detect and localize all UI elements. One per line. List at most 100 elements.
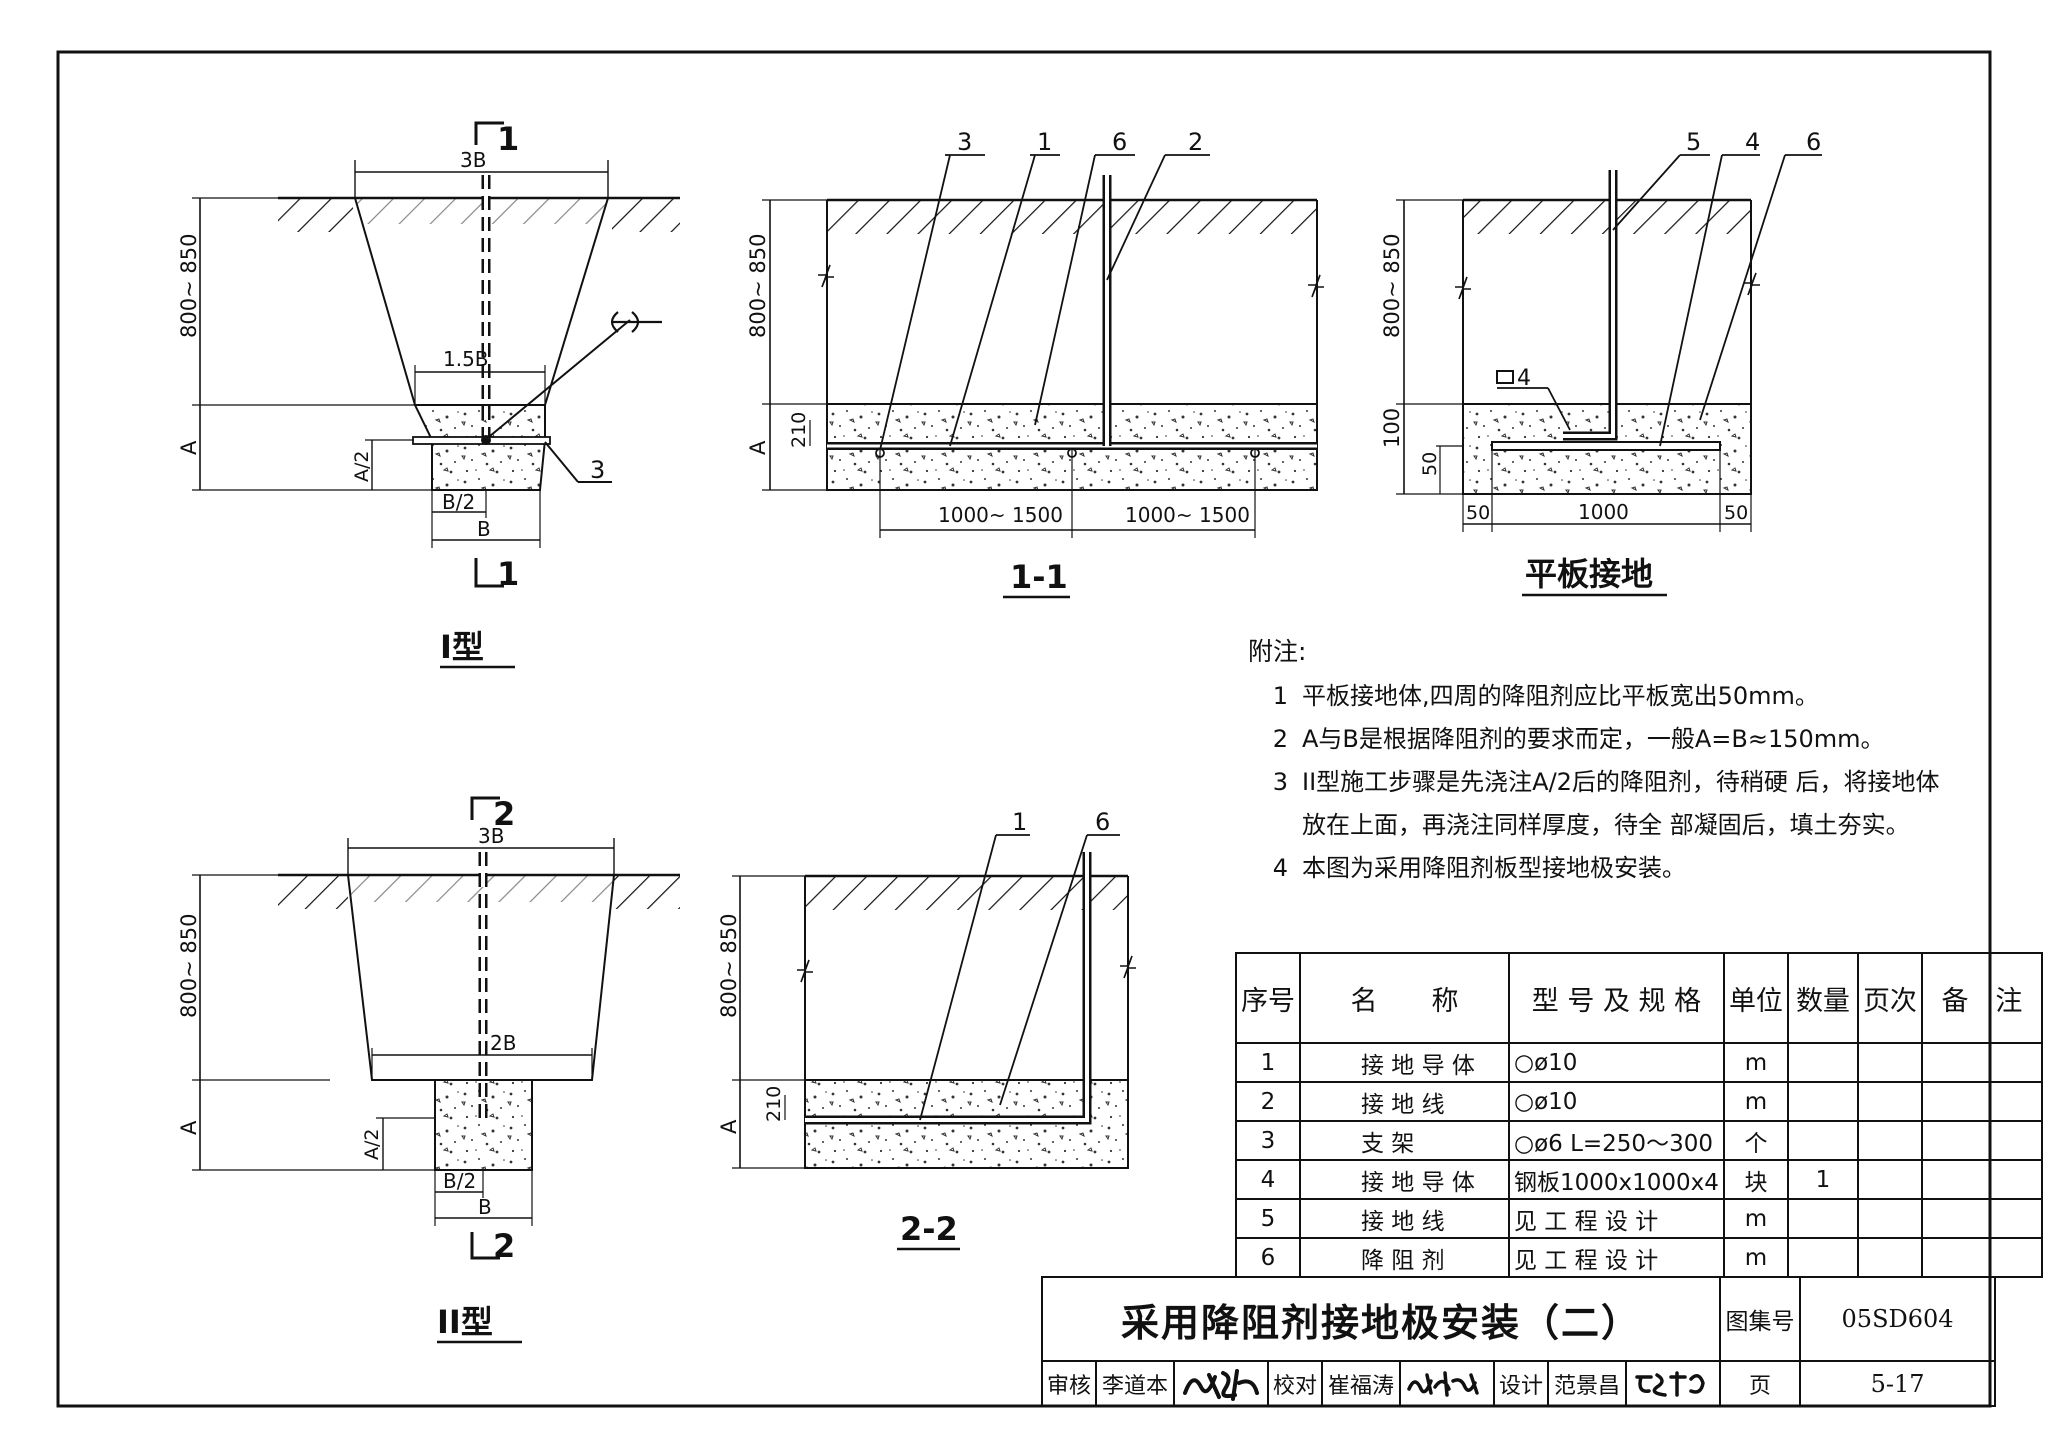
ground-hatch-right [612,198,680,232]
row-page [1856,1159,1923,1200]
callout-5: 5 [1686,128,1701,156]
view-section-2-2: 1 6 800~ 850 A 210 2-2 [717,808,1136,1251]
row-name: 接 地 导 体 [1299,1042,1510,1083]
section-mark-bottom: 1 [497,555,519,593]
dim-a: A [177,1120,201,1135]
note-text: 放在上面，再浇注同样厚度，待全 部凝固后，填土夯实。 [1302,811,1910,839]
weld-mark: 4 [1517,366,1531,391]
dim-3b: 3B [460,148,486,172]
dim-210: 210 [788,412,810,448]
callout-1: 1 [1012,808,1027,836]
row-qty [1786,1081,1859,1122]
atlas-label: 图集号 [1719,1276,1802,1362]
note-number: 4 [1272,854,1288,882]
sheet-frame [56,50,1992,1408]
row-no: 1 [1235,1042,1301,1083]
row-qty [1786,1042,1859,1083]
caption-2-2: 2-2 [900,1210,958,1248]
dim-1000: 1000 [1578,500,1629,524]
callout-1: 1 [1037,128,1052,156]
row-name: 支 架 [1299,1120,1510,1161]
dim-b-half: B/2 [443,1169,476,1193]
row-spec: ○ø6 L=250～300 [1508,1120,1725,1161]
row-remark [1920,1120,2043,1161]
note-text: II型施工步骤是先浇注A/2后的降阻剂，待稍硬 后，将接地体 [1302,768,1940,796]
dim-span-2: 1000~ 1500 [1125,503,1250,527]
caption-1-1: 1-1 [1010,558,1068,596]
notes-title: 附注: [1248,637,1307,666]
designer-signature [1625,1360,1722,1407]
dim-a: A [177,440,201,455]
row-page [1856,1198,1923,1239]
note-number: 3 [1272,768,1288,796]
dim-span-1: 1000~ 1500 [938,503,1063,527]
row-unit: m [1722,1198,1789,1239]
agent-block [413,404,546,491]
dim-b: B [478,1195,492,1219]
header-page: 页次 [1856,952,1923,1044]
dim-depth: 800~ 850 [717,914,741,1018]
section-mark-top: 2 [493,795,515,833]
callout-6: 6 [1806,128,1821,156]
dim-2b: 2B [490,1031,516,1055]
title-block: 采用降阻剂接地极安装（二） 图集号 05SD604 审核 李道本 校对 崔福涛 … [1040,1276,1997,1407]
header-qty: 数量 [1786,952,1859,1044]
reviewer-name: 李道本 [1095,1360,1176,1407]
row-qty [1786,1237,1859,1278]
row-remark [1920,1042,2043,1083]
section-mark-bottom: 2 [493,1227,515,1265]
row-no: 3 [1235,1120,1301,1161]
dim-left-50: 50 [1466,502,1490,524]
row-page [1856,1081,1923,1122]
view-plate-grounding: 4 5 4 6 800~ 850 100 50 50 1000 50 平板接地 [1380,128,1822,597]
row-spec: 钢板1000x1000x4 [1508,1159,1725,1200]
view-section-1-1: 3 1 6 2 800~ 850 A 210 1000~ 1500 1000~ … [746,128,1324,599]
view-type2: 3B 2B B/2 B 800~ 850 A A/2 2 2 II型 [177,795,680,1344]
row-remark [1920,1198,2043,1239]
caption-plate: 平板接地 [1525,555,1653,593]
row-spec: 见 工 程 设 计 [1508,1237,1725,1278]
row-remark [1920,1081,2043,1122]
header-name: 名 称 [1299,952,1510,1044]
row-unit: m [1722,1081,1789,1122]
row-remark [1920,1237,2043,1278]
row-qty: 1 [1786,1159,1859,1200]
dim-depth: 800~ 850 [1380,234,1404,338]
note-text: 本图为采用降阻剂板型接地极安装。 [1302,854,1686,882]
note-item: 放在上面，再浇注同样厚度，待全 部凝固后，填土夯实。 [1248,804,1968,847]
dim-depth: 800~ 850 [177,914,201,1018]
dim-3b: 3B [478,824,504,848]
callout-4: 4 [1745,128,1760,156]
note-text: 平板接地体,四周的降阻剂应比平板宽出50mm。 [1302,682,1819,710]
note-item: 4 本图为采用降阻剂板型接地极安装。 [1248,847,1968,890]
dim-a-half: A/2 [351,451,373,483]
callout-6: 6 [1095,808,1110,836]
section-mark-top: 1 [497,120,519,158]
dim-depth: 800~ 850 [746,234,770,338]
row-no: 5 [1235,1198,1301,1239]
design-label: 设计 [1493,1360,1550,1407]
note-text: A与B是根据降阻剂的要求而定，一般A=B≈150mm。 [1302,725,1885,753]
designer-name: 范景昌 [1547,1360,1628,1407]
dim-depth: 800~ 850 [177,234,201,338]
row-spec: ○ø10 [1508,1081,1725,1122]
ground-hatch-left [278,198,353,232]
table-header-row: 序号 名 称 型 号 及 规 格 单位 数量 页次 备 注 [1235,952,2043,1044]
row-unit: m [1722,1042,1789,1083]
note-item: 3 II型施工步骤是先浇注A/2后的降阻剂，待稍硬 后，将接地体 [1248,761,1968,804]
dim-50: 50 [1419,452,1441,476]
row-qty [1786,1198,1859,1239]
header-no: 序号 [1235,952,1301,1044]
page-label: 页 [1719,1360,1802,1407]
callout-6: 6 [1112,128,1127,156]
row-unit: 个 [1722,1120,1789,1161]
callout-2: 2 [1188,128,1203,156]
row-no: 6 [1235,1237,1301,1278]
callout-3: 3 [957,128,972,156]
